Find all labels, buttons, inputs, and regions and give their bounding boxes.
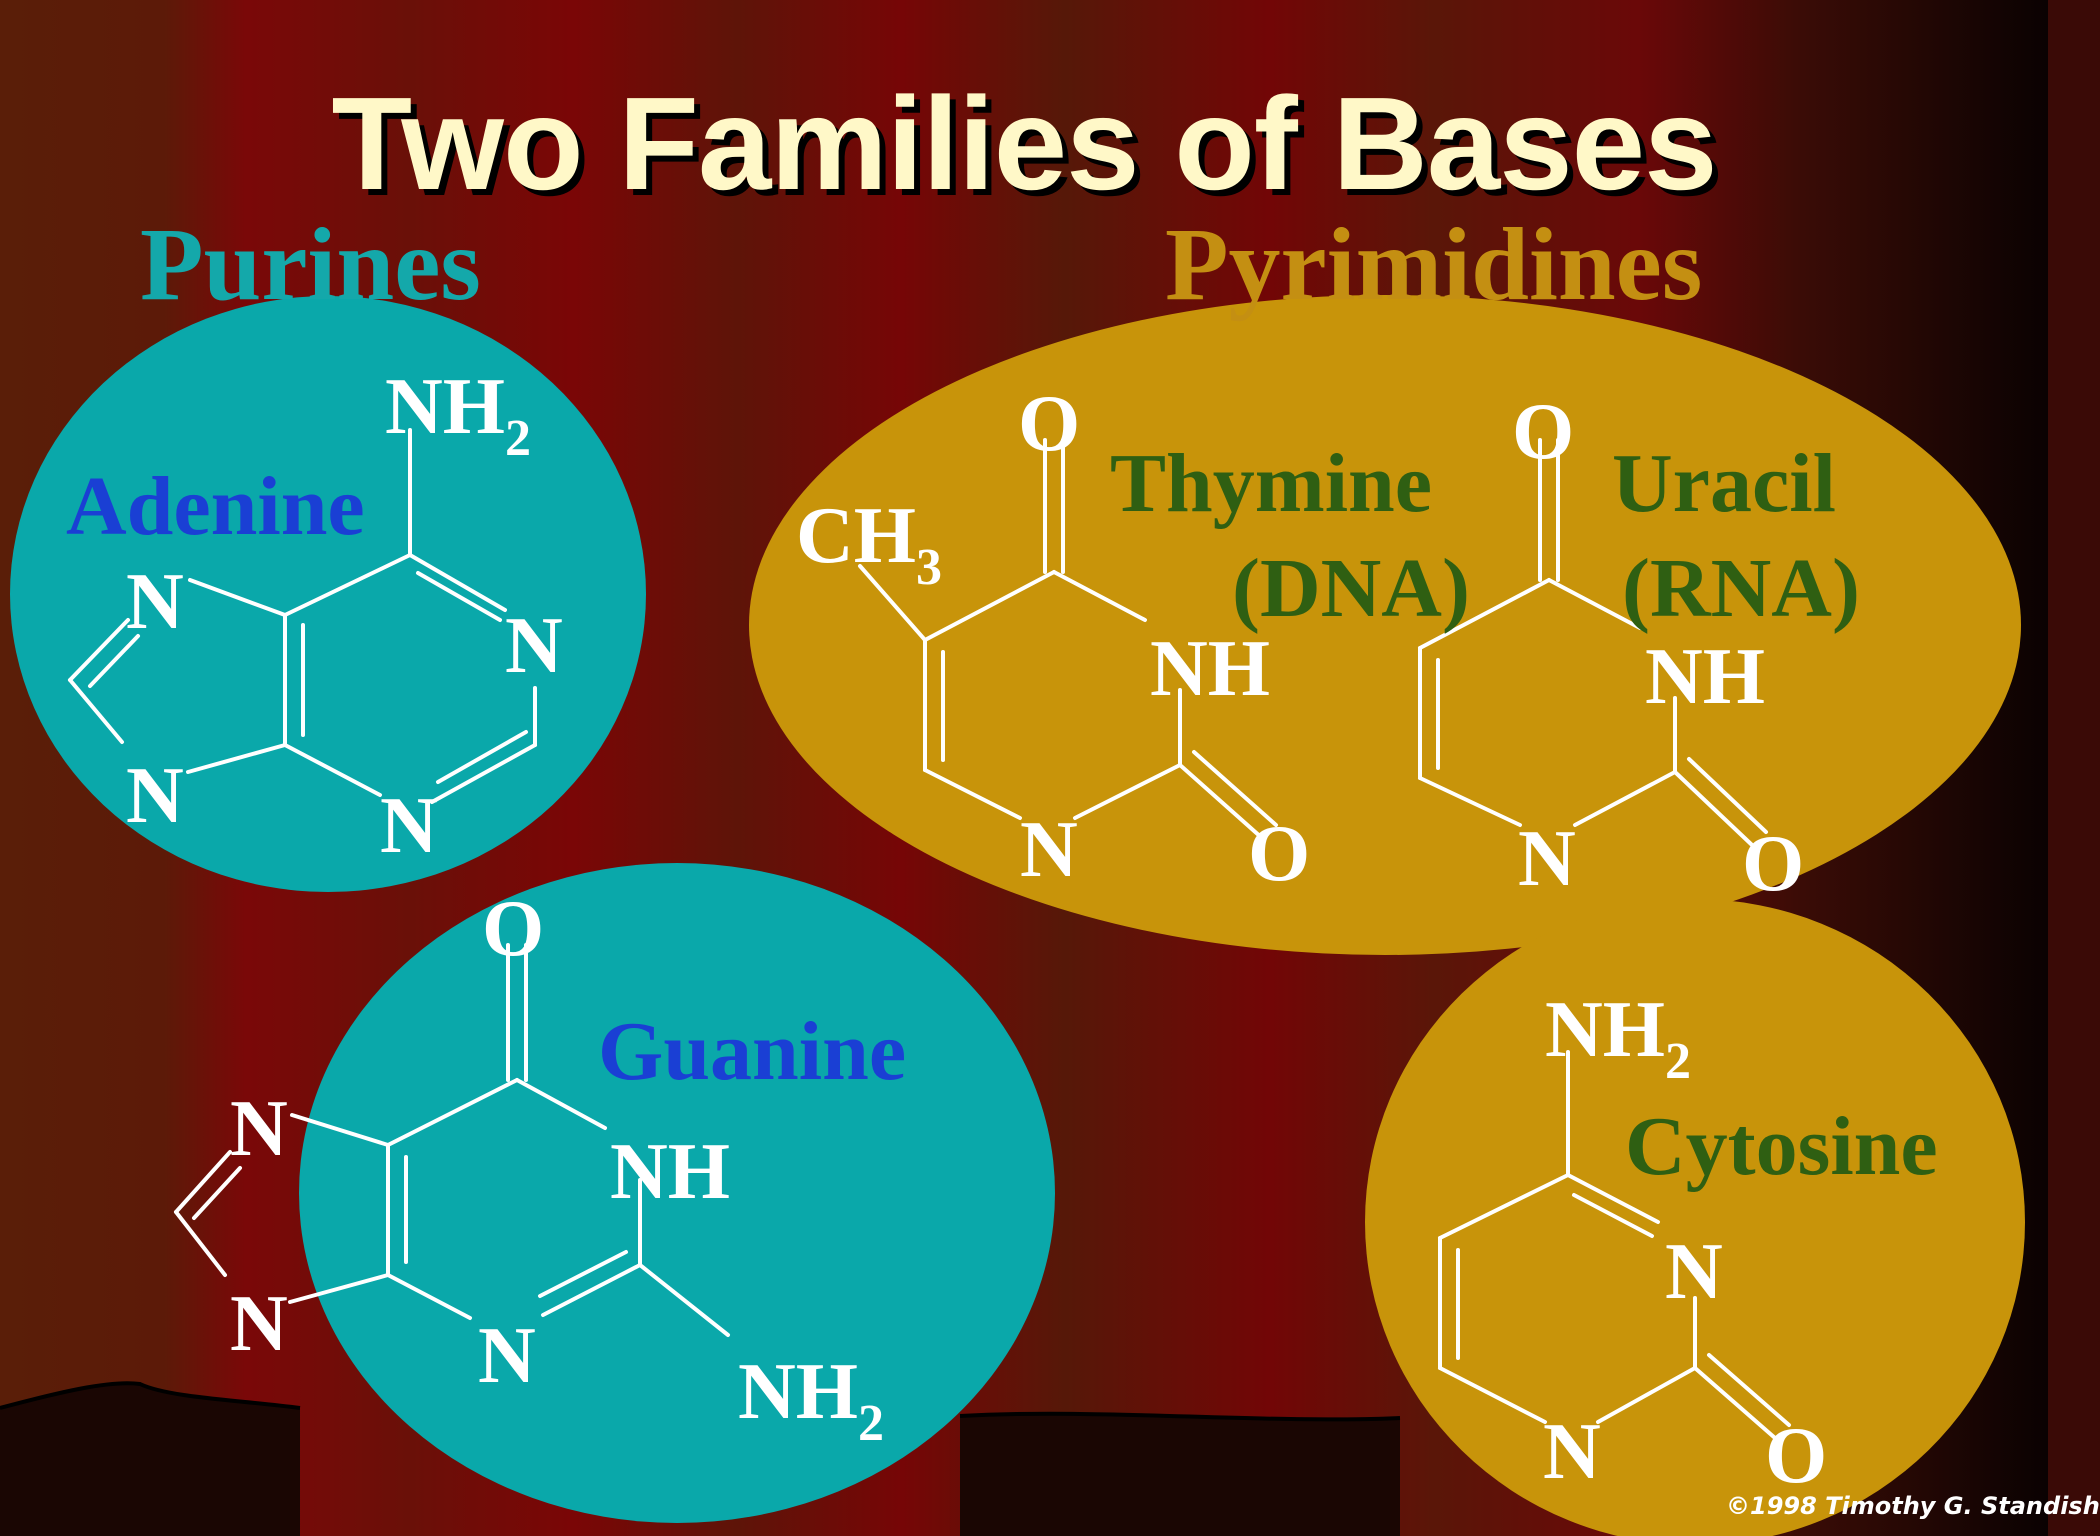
uracil-nh-label: NH bbox=[1645, 633, 1765, 721]
guanine-nh2-label: NH2 bbox=[738, 1348, 884, 1452]
adenine-n9-label: N bbox=[126, 752, 184, 840]
thymine-o-bottom-label: O bbox=[1248, 810, 1310, 898]
uracil-n-label: N bbox=[1518, 815, 1576, 903]
cytosine-o-label: O bbox=[1765, 1412, 1827, 1500]
thymine-nh-label: NH bbox=[1150, 625, 1270, 713]
thymine-note: (DNA) bbox=[1232, 542, 1470, 635]
uracil-o-bottom-label: O bbox=[1742, 820, 1804, 908]
cytosine-bonds bbox=[1438, 1050, 1791, 1440]
thymine-o-top-label: O bbox=[1018, 380, 1080, 468]
cytosine-name: Cytosine bbox=[1625, 1100, 1938, 1193]
thymine-uracil-ellipse bbox=[749, 295, 2021, 955]
guanine-n7-label: N bbox=[230, 1085, 288, 1173]
uracil-name: Uracil bbox=[1612, 437, 1836, 530]
slide-title: Two Families of Bases bbox=[331, 70, 1718, 217]
adenine-n1-label: N bbox=[505, 602, 563, 690]
thymine-ch3-label: CH3 bbox=[796, 492, 942, 596]
thymine-bonds bbox=[858, 438, 1278, 840]
cytosine-ellipse bbox=[1365, 899, 2025, 1536]
adenine-n7-label: N bbox=[126, 558, 184, 646]
adenine-name: Adenine bbox=[66, 460, 365, 553]
guanine-n3-label: N bbox=[478, 1312, 536, 1400]
thymine-n-label: N bbox=[1020, 806, 1078, 894]
guanine-o-label: O bbox=[482, 885, 544, 973]
molecule-art: NH2 N N N N O NH N N N NH2 O CH3 NH N O … bbox=[10, 295, 2025, 1536]
purines-heading: Purines bbox=[140, 207, 481, 322]
copyright-notice: ©1998 Timothy G. Standish bbox=[1726, 1492, 2100, 1520]
cytosine-nh2-label: NH2 bbox=[1545, 986, 1691, 1090]
cytosine-n1-label: N bbox=[1543, 1408, 1601, 1496]
guanine-ellipse bbox=[299, 863, 1055, 1523]
cytosine-n3-label: N bbox=[1665, 1228, 1723, 1316]
uracil-bonds bbox=[1418, 438, 1768, 847]
uracil-o-top-label: O bbox=[1512, 388, 1574, 476]
guanine-name: Guanine bbox=[598, 1005, 907, 1098]
thymine-name: Thymine bbox=[1110, 437, 1433, 530]
adenine-nh2-label: NH2 bbox=[385, 363, 531, 467]
adenine-n3-label: N bbox=[380, 782, 438, 870]
uracil-note: (RNA) bbox=[1622, 542, 1860, 635]
guanine-nh-label: NH bbox=[610, 1128, 730, 1216]
pyrimidines-heading: Pyrimidines bbox=[1165, 207, 1703, 322]
adenine-bonds bbox=[68, 428, 537, 804]
guanine-n9-label: N bbox=[230, 1280, 288, 1368]
guanine-bonds bbox=[174, 943, 730, 1337]
